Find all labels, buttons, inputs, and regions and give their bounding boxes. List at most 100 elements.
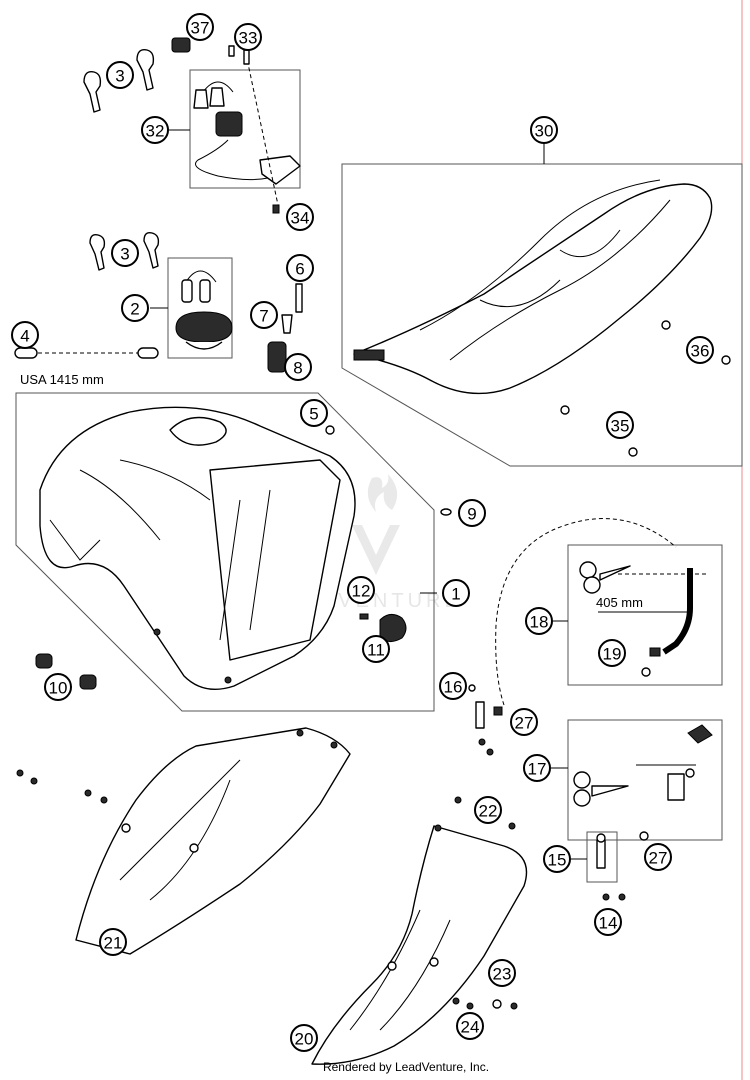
callout-label: 37 — [191, 19, 210, 38]
callout-label: 27 — [515, 714, 534, 733]
box-seat — [341, 163, 743, 467]
callout-24: 24 — [456, 1012, 484, 1040]
callout-19: 19 — [598, 639, 626, 667]
callout-label: 17 — [528, 760, 547, 779]
callout-label: 9 — [467, 505, 476, 524]
callout-label: 32 — [146, 122, 165, 141]
callout-circle — [106, 61, 134, 89]
callout-circle — [111, 239, 139, 267]
callout-label: 21 — [104, 934, 123, 953]
side-panel-20 — [311, 796, 528, 1065]
callout-1: 1 — [442, 579, 470, 607]
callout-circle — [606, 411, 634, 439]
callout-circle — [286, 203, 314, 231]
side-panel-21 — [16, 727, 351, 955]
callout-circle — [44, 673, 72, 701]
fuel-line-4: USA 1415 mm — [14, 347, 159, 387]
callout-16: 16 — [439, 672, 467, 700]
callout-label: 35 — [611, 417, 630, 436]
callout-label: 22 — [479, 802, 498, 821]
callout-label: 10 — [49, 679, 68, 698]
fuel-fitting — [468, 684, 503, 756]
callout-label: 2 — [130, 300, 139, 319]
lock-bracket — [259, 155, 301, 185]
callout-18: 18 — [525, 607, 553, 635]
callout-35: 35 — [606, 411, 634, 439]
callout-label: 6 — [295, 260, 304, 279]
rubber-cap-37 — [171, 37, 191, 53]
callout-circle — [530, 116, 558, 144]
callout-circle — [347, 576, 375, 604]
callout-circle — [284, 353, 312, 381]
callout-label: 8 — [293, 359, 302, 378]
callout-label: 23 — [493, 965, 512, 984]
hose-405-length: 405 mm — [596, 595, 643, 610]
callout-20: 20 — [290, 1024, 318, 1052]
box-fuel-tank — [15, 392, 435, 712]
callout-21: 21 — [99, 928, 127, 956]
callout-label: 33 — [239, 29, 258, 48]
callout-circle — [121, 294, 149, 322]
fuel-tank — [39, 406, 407, 690]
callout-10: 10 — [44, 673, 72, 701]
box-ignition-lock — [189, 69, 301, 189]
callout-17: 17 — [523, 754, 551, 782]
callout-label: 18 — [530, 613, 549, 632]
hose-405-detail: 405 mm — [579, 561, 708, 677]
callout-circle — [686, 336, 714, 364]
callout-label: 19 — [603, 645, 622, 664]
callout-8: 8 — [284, 353, 312, 381]
fasteners-10 — [35, 653, 97, 690]
callout-23: 23 — [488, 959, 516, 987]
callout-label: 4 — [20, 327, 29, 346]
footer-credit: Rendered by LeadVenture, Inc. — [323, 1060, 489, 1074]
callout-circle — [300, 399, 328, 427]
callout-3: 3 — [106, 61, 134, 89]
callout-11: 11 — [362, 635, 390, 663]
callout-circle — [644, 843, 672, 871]
callout-label: 3 — [120, 245, 129, 264]
seat-30 — [353, 179, 731, 457]
callout-32: 32 — [141, 116, 169, 144]
leader-lines — [150, 129, 587, 860]
callout-circle — [598, 639, 626, 667]
fuel-tap-15 — [596, 831, 649, 901]
callout-circle — [99, 928, 127, 956]
callout-37: 37 — [186, 13, 214, 41]
callout-5: 5 — [300, 399, 328, 427]
callout-circle — [290, 1024, 318, 1052]
callout-label: 27 — [649, 849, 668, 868]
part-9 — [440, 508, 452, 516]
callout-circle — [525, 607, 553, 635]
callout-6: 6 — [286, 254, 314, 282]
callout-30: 30 — [530, 116, 558, 144]
callout-circle — [11, 321, 39, 349]
fuel-cap — [175, 311, 233, 343]
callout-14: 14 — [594, 908, 622, 936]
callout-label: 24 — [461, 1018, 480, 1037]
callout-circle — [510, 708, 538, 736]
small-parts-6-7-8 — [267, 283, 303, 373]
callout-label: 7 — [259, 307, 268, 326]
hose-75-detail — [573, 724, 713, 807]
keys-top — [83, 49, 155, 113]
callout-36: 36 — [686, 336, 714, 364]
callout-34: 34 — [286, 203, 314, 231]
keys-fuel-cap — [89, 231, 233, 350]
callout-label: 30 — [535, 122, 554, 141]
callout-circle — [523, 754, 551, 782]
callout-label: 16 — [444, 678, 463, 697]
callout-12: 12 — [347, 576, 375, 604]
callout-label: 14 — [599, 914, 618, 933]
callout-4: 4 — [11, 321, 39, 349]
callout-label: 3 — [115, 67, 124, 86]
callout-label: 36 — [691, 342, 710, 361]
callout-label: 11 — [367, 641, 385, 660]
callout-circle — [456, 1012, 484, 1040]
callout-circle — [474, 796, 502, 824]
callout-circle — [286, 254, 314, 282]
callout-9: 9 — [458, 499, 486, 527]
callout-circle — [141, 116, 169, 144]
